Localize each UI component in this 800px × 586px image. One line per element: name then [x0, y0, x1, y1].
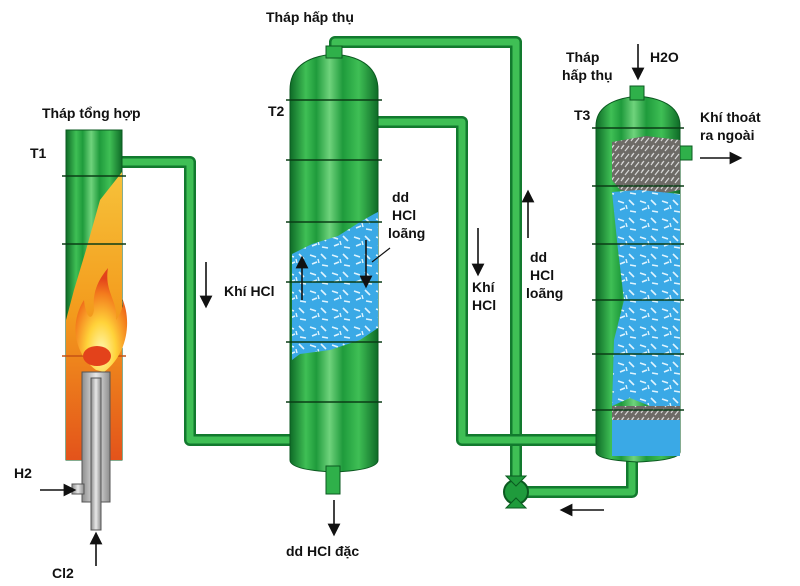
label-dilute-return-line3: loãng: [526, 285, 563, 301]
gravel-bottom-t3: [612, 406, 680, 420]
burner-inner: [90, 377, 102, 531]
t2-outlet: [325, 465, 341, 495]
gravel-top-t3: [612, 136, 680, 196]
label-gas-out-line1: Khí thoát: [700, 109, 761, 125]
labels: Tháp tổng hợp T1 Tháp hấp thụ T2 Tháp hấ…: [14, 9, 761, 581]
label-dilute-return-line2: HCl: [530, 267, 554, 283]
label-t3-title-line1: Tháp: [566, 49, 599, 65]
label-gas-out-line2: ra ngoài: [700, 127, 754, 143]
liquid-bottom-t3: [612, 420, 680, 456]
label-t1-title: Tháp tổng hợp: [42, 105, 141, 121]
label-dilute-t2-line2: HCl: [392, 207, 416, 223]
tower-t1: [62, 129, 128, 531]
flow-arrows: [40, 44, 743, 566]
label-hcl-gas-left: Khí HCl: [224, 283, 275, 299]
label-t2-title: Tháp hấp thụ: [266, 9, 354, 25]
tower-t2: [286, 45, 382, 495]
label-t3-code: T3: [574, 107, 591, 123]
label-h2-in: H2: [14, 465, 32, 481]
pipe-t3-to-pump: [526, 456, 638, 498]
label-dilute-t2-line3: loãng: [388, 225, 425, 241]
pump: [503, 475, 529, 509]
label-t3-title-line2: hấp thụ: [562, 67, 613, 83]
tower-t3: [592, 85, 693, 463]
liquid-t2: [292, 212, 378, 360]
flame-icon: [75, 268, 128, 372]
label-water-in: H2O: [650, 49, 679, 65]
label-hcl-gas-mid-line1: Khí: [472, 279, 496, 295]
label-t2-code: T2: [268, 103, 285, 119]
label-dilute-t2-line1: dd: [392, 189, 409, 205]
label-dilute-return-line1: dd: [530, 249, 547, 265]
label-cl2-in: Cl2: [52, 565, 74, 581]
label-hcl-gas-mid-line2: HCl: [472, 297, 496, 313]
label-conc-out: dd HCl đặc: [286, 543, 359, 559]
label-t1-code: T1: [30, 145, 47, 161]
